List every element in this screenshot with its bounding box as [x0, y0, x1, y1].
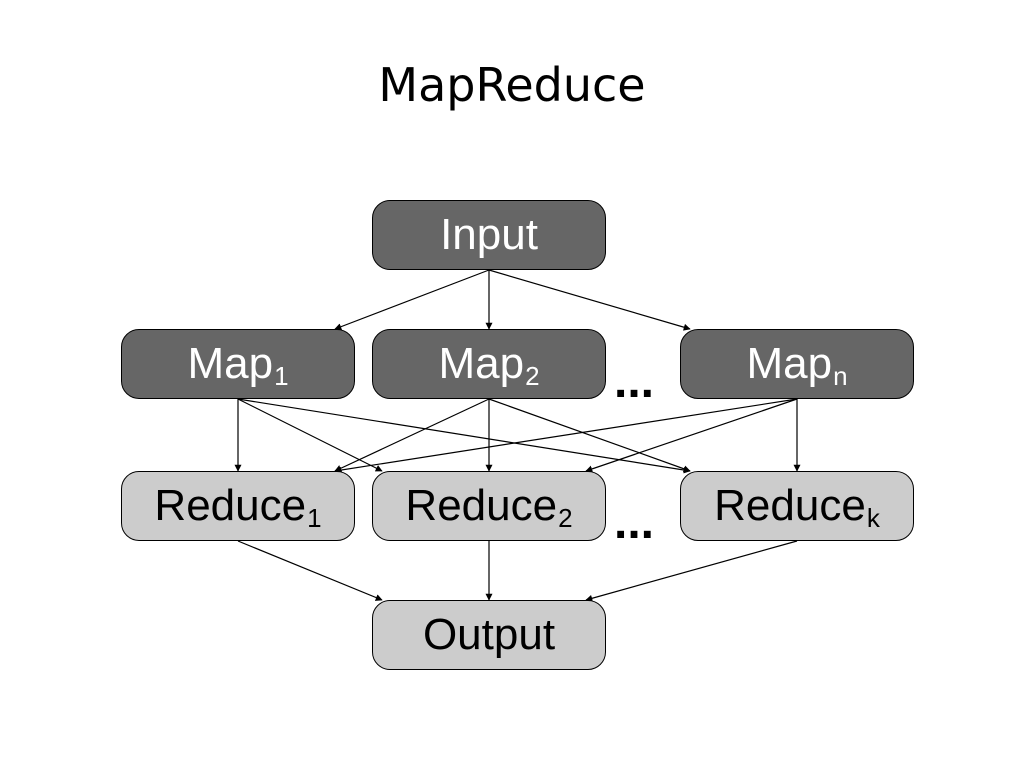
reduce-1-subscript: 1 — [307, 503, 322, 533]
reduce-k-label: Reduce — [714, 481, 866, 530]
map-1-subscript: 1 — [274, 361, 289, 391]
map-n-label: Map — [746, 339, 833, 388]
output-node: Output — [372, 600, 606, 670]
edge-reduce1-to-output — [237, 540, 383, 601]
input-node: Input — [372, 200, 606, 270]
edge-map2-to-reducek — [488, 398, 691, 473]
map-2-subscript: 2 — [525, 361, 540, 391]
reduce-k-subscript: k — [866, 503, 880, 533]
diagram-title: MapReduce — [378, 58, 646, 112]
edge-input-to-mapn — [488, 269, 691, 331]
map-2-label: Map — [438, 339, 525, 388]
reduce-2-subscript: 2 — [558, 503, 573, 533]
output-node-label: Output — [422, 610, 556, 659]
map-ellipsis: ... — [614, 355, 655, 408]
reduce-ellipsis: ... — [614, 496, 655, 549]
map-1-label: Map — [187, 339, 274, 388]
input-node-label: Input — [440, 210, 538, 259]
edge-reducek-to-output — [585, 540, 798, 602]
edge-map1-to-reducek — [237, 398, 691, 474]
reduce-2-label: Reduce — [405, 481, 558, 530]
edge-map1-to-reduce2 — [237, 398, 383, 472]
edge-mapn-to-reduce1 — [334, 398, 798, 474]
edge-mapn-to-reduce2 — [585, 398, 798, 473]
reduce-1-label: Reduce — [154, 481, 307, 530]
map-n-subscript: n — [833, 361, 848, 391]
edge-map2-to-reduce1 — [334, 398, 490, 472]
edge-input-to-map1 — [334, 269, 490, 331]
